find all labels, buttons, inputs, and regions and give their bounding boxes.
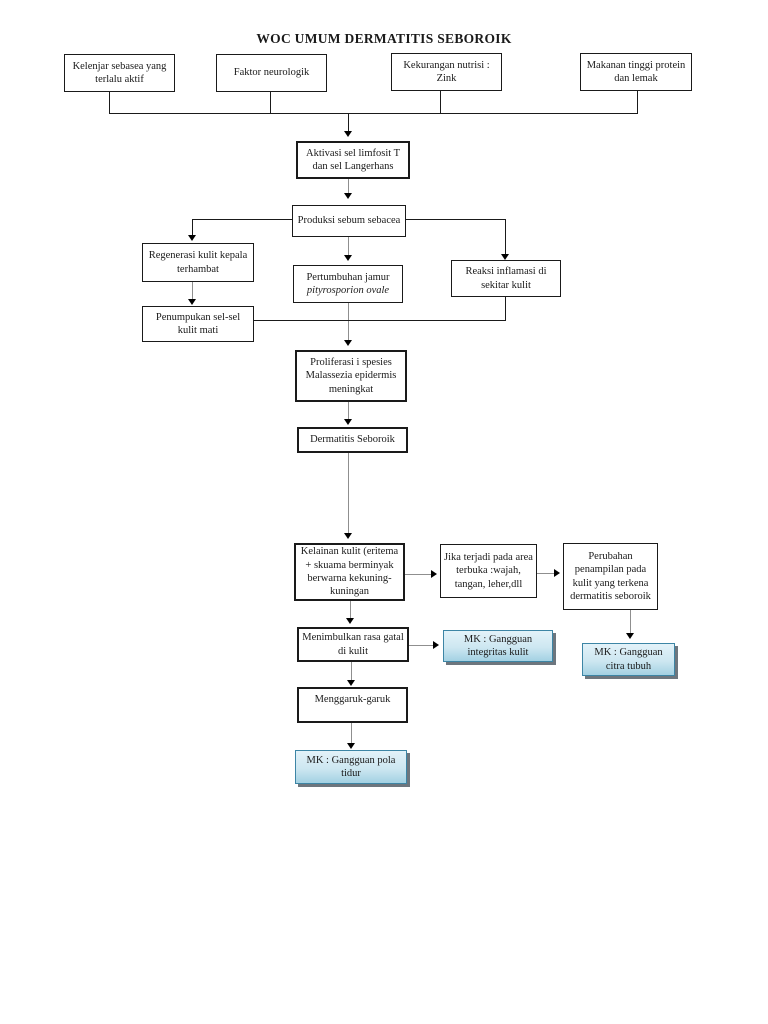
node-kelainan-kulit: Kelainan kulit (eritema + skuama berminy…	[294, 543, 405, 601]
arrowhead-right-icon	[431, 569, 437, 578]
connector	[537, 573, 554, 574]
node-menimbulkan-gatal: Menimbulkan rasa gatal di kulit	[297, 627, 409, 662]
node-kekurangan-nutrisi: Kekurangan nutrisi : Zink	[391, 53, 502, 91]
node-label: Aktivasi sel limfosit T dan sel Langerha…	[305, 147, 400, 172]
connector	[192, 219, 292, 220]
node-mk-gangguan-citra-tubuh: MK : Gangguan citra tubuh	[582, 643, 675, 676]
connector	[348, 453, 349, 533]
node-label-line1: Pertumbuhan jamur	[306, 271, 390, 283]
arrowhead-down-icon	[344, 340, 352, 346]
node-jika-terjadi: Jika terjadi pada area terbuka :wajah, t…	[440, 544, 537, 598]
node-mk-gangguan-integritas-kulit: MK : Gangguan integritas kulit	[443, 630, 553, 662]
node-label: Makanan tinggi protein dan lemak	[586, 59, 686, 84]
connector	[348, 303, 349, 340]
connector	[505, 219, 506, 254]
arrowhead-down-icon	[344, 419, 352, 425]
node-faktor-neurologik: Faktor neurologik	[216, 54, 327, 92]
node-dermatitis-seboroik: Dermatitis Seboroik	[297, 427, 408, 453]
node-label: Menimbulkan rasa gatal di kulit	[302, 632, 404, 657]
connector	[630, 610, 631, 633]
node-label: Kelenjar sebasea yang terlalu aktif	[72, 60, 167, 85]
connector	[270, 92, 271, 113]
node-label: MK : Gangguan pola tidur	[306, 754, 396, 779]
connector	[440, 91, 441, 113]
node-produksi-sebum: Produksi sebum sebacea	[292, 205, 406, 237]
node-pertumbuhan-jamur: Pertumbuhan jamur pityrosporion ovale	[293, 265, 403, 303]
connector	[405, 574, 431, 575]
arrowhead-down-icon	[188, 299, 196, 305]
node-reaksi-inflamasi: Reaksi inflamasi di sekitar kulit	[451, 260, 561, 297]
node-label: Reaksi inflamasi di sekitar kulit	[465, 266, 547, 291]
node-label: Penumpukan sel-sel kulit mati	[155, 311, 241, 336]
connector	[192, 219, 193, 235]
arrowhead-down-icon	[501, 254, 509, 260]
node-label: Regenerasi kulit kepala terhambat	[148, 250, 248, 275]
connector	[409, 645, 433, 646]
arrowhead-down-icon	[347, 680, 355, 686]
arrowhead-down-icon	[188, 235, 196, 241]
connector	[348, 179, 349, 193]
connector	[348, 113, 349, 132]
connector	[351, 723, 352, 743]
arrowhead-right-icon	[554, 568, 560, 577]
connector	[505, 297, 506, 321]
node-perubahan-penampilan: Perubahan penampilan pada kulit yang ter…	[563, 543, 658, 610]
node-label: Jika terjadi pada area terbuka :wajah, t…	[444, 552, 533, 590]
node-label: Perubahan penampilan pada kulit yang ter…	[570, 550, 651, 602]
connector	[192, 282, 193, 299]
node-label: Menggaruk-garuk	[314, 694, 391, 705]
arrowhead-down-icon	[344, 131, 352, 137]
node-kelenjar-sebasea: Kelenjar sebasea yang terlalu aktif	[64, 54, 175, 92]
node-label: Dermatitis Seboroik	[310, 434, 395, 446]
node-mk-gangguan-pola-tidur: MK : Gangguan pola tidur	[295, 750, 407, 784]
node-regenerasi-kulit: Regenerasi kulit kepala terhambat	[142, 243, 254, 282]
node-aktivasi-limfosit: Aktivasi sel limfosit T dan sel Langerha…	[296, 141, 410, 179]
arrowhead-down-icon	[344, 255, 352, 261]
node-label: Kelainan kulit (eritema + skuama berminy…	[300, 546, 399, 598]
node-makanan-tinggi: Makanan tinggi protein dan lemak	[580, 53, 692, 91]
arrowhead-down-icon	[347, 743, 355, 749]
page-title: WOC UMUM DERMATITIS SEBOROIK	[256, 31, 512, 46]
node-penumpukan-sel: Penumpukan sel-sel kulit mati	[142, 306, 254, 342]
connector	[348, 402, 349, 419]
node-label: Produksi sebum sebacea	[297, 215, 401, 227]
node-proliferasi-malassezia: Proliferasi i spesies Malassezia epiderm…	[295, 350, 407, 402]
node-menggaruk-garuk: Menggaruk-garuk	[297, 687, 408, 723]
node-label: Proliferasi i spesies Malassezia epiderm…	[305, 357, 397, 395]
connector	[109, 92, 110, 113]
node-label: MK : Gangguan integritas kulit	[463, 633, 533, 658]
connector	[351, 662, 352, 680]
node-label-line2: pityrosporion ovale	[306, 285, 390, 296]
arrowhead-down-icon	[344, 193, 352, 199]
arrowhead-down-icon	[626, 633, 634, 639]
arrowhead-down-icon	[346, 618, 354, 624]
node-label: Kekurangan nutrisi : Zink	[403, 59, 490, 84]
connector	[637, 91, 638, 113]
node-label: Faktor neurologik	[233, 67, 310, 79]
arrowhead-down-icon	[344, 533, 352, 539]
node-label: MK : Gangguan citra tubuh	[594, 647, 663, 672]
connector	[348, 237, 349, 255]
connector	[350, 601, 351, 618]
connector	[254, 320, 506, 321]
connector	[406, 219, 506, 220]
arrowhead-right-icon	[433, 640, 439, 649]
connector	[109, 113, 638, 114]
